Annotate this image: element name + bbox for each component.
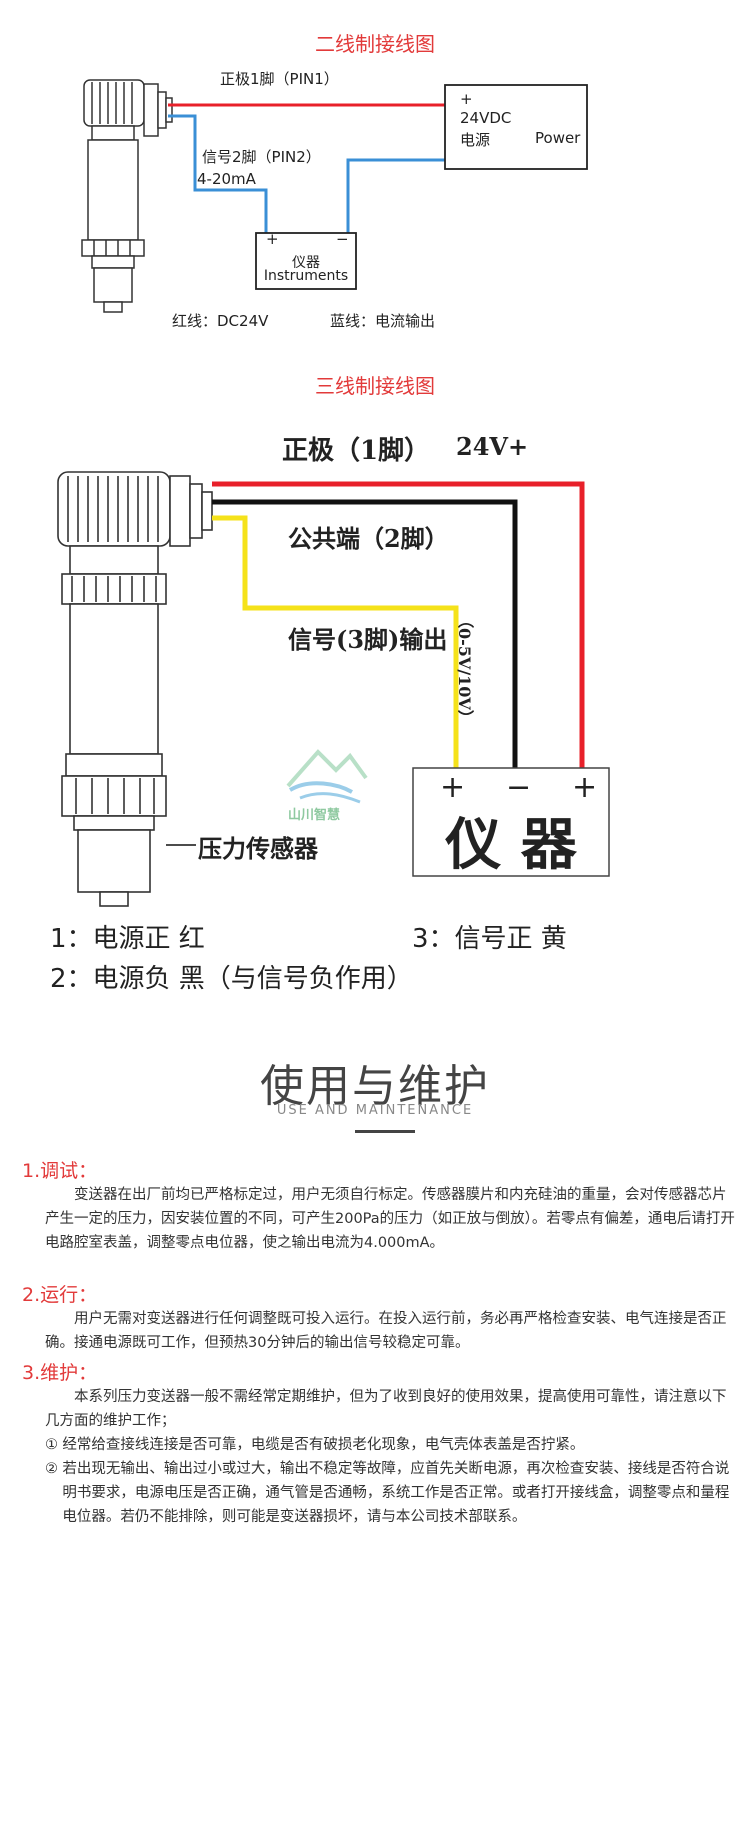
item-2-number: ② [45, 1461, 58, 1477]
legend-item-3: 3：信号正 黄 [412, 924, 567, 954]
section-1-title: 1.调试： [22, 1160, 98, 1182]
power-plus: + [460, 90, 473, 108]
section-3-body: 本系列压力变送器一般不需经常定期维护，但为了收到良好的使用效果，提高使用可靠性，… [45, 1385, 735, 1529]
red-wire-3 [212, 481, 585, 768]
positive-label: 正极（1脚） [282, 436, 431, 466]
pin2-label: 信号2脚（PIN2） [202, 148, 321, 166]
range-label: （0-5V/10V） [455, 612, 474, 726]
current-label: 4-20mA [197, 170, 256, 188]
item-2-text: 若出现无输出、输出过小或过大，输出不稳定等故障，应首先关断电源，再次检查安装、接… [62, 1461, 730, 1525]
instrument3-plus-right: + [572, 770, 598, 805]
two-wire-title: 二线制接线图 [315, 32, 435, 56]
section-2-title: 2.运行： [22, 1284, 98, 1306]
instrument-plus: + [266, 230, 279, 248]
two-wire-wires [168, 103, 445, 240]
instrument-box-3 [412, 767, 610, 877]
power-box [444, 84, 588, 170]
instrument-minus: − [336, 230, 349, 248]
common-label: 公共端（2脚） [288, 524, 449, 553]
watermark-logo [286, 749, 368, 804]
section-3-paragraph: 本系列压力变送器一般不需经常定期维护，但为了收到良好的使用效果，提高使用可靠性，… [45, 1389, 727, 1429]
item-1-number: ① [45, 1437, 58, 1453]
yellow-wire-3 [212, 515, 459, 768]
power-name-en: Power [535, 129, 581, 147]
power-voltage: 24VDC [460, 109, 512, 127]
instrument-box [255, 232, 357, 290]
item-1-text: 经常给查接线连接是否可靠，电缆是否有破损老化现象，电气壳体表盖是否拧紧。 [62, 1437, 585, 1453]
legend-item-1: 1：电源正 红 [50, 924, 205, 954]
section-2-paragraph: 用户无需对变送器进行任何调整既可投入运行。在投入运行前，务必再严格检查安装、电气… [45, 1311, 727, 1351]
blue-wire-return [346, 158, 445, 240]
maintenance-heading: 使用与维护 [260, 1061, 490, 1112]
instrument-name-en: Instruments [263, 268, 349, 284]
section-1-body: 变送器在出厂前均已严格标定过，用户无须自行标定。传感器膜片和内充硅油的重量，会对… [45, 1183, 735, 1255]
instrument3-minus: − [506, 770, 532, 805]
three-wire-wires [212, 481, 585, 768]
maintenance-subheading: USE AND MAINTENANCE [276, 1103, 474, 1118]
legend-item-2: 2：电源负 黑（与信号负作用） [50, 964, 413, 994]
voltage-label: 24V+ [456, 432, 529, 461]
instrument3-plus-left: + [440, 770, 466, 805]
three-wire-title: 三线制接线图 [315, 374, 435, 398]
power-name-cn: 电源 [460, 131, 491, 149]
blue-wire-signal [168, 114, 268, 240]
three-wire-sensor-drawing [57, 471, 213, 907]
heading-divider [355, 1130, 415, 1133]
two-wire-sensor-drawing [81, 79, 173, 313]
section-1-paragraph: 变送器在出厂前均已严格标定过，用户无须自行标定。传感器膜片和内充硅油的重量，会对… [45, 1187, 735, 1251]
sensor-label: 压力传感器 [198, 834, 318, 863]
pin1-label: 正极1脚（PIN1） [220, 70, 339, 88]
black-wire-3 [212, 499, 518, 768]
watermark-text: 山川智慧 [288, 808, 341, 823]
instrument3-name: 仪 器 [445, 812, 577, 878]
section-2-body: 用户无需对变送器进行任何调整既可投入运行。在投入运行前，务必再严格检查安装、电气… [45, 1307, 735, 1355]
instrument-name-cn: 仪器 [292, 255, 320, 271]
signal-label: 信号(3脚)输出 [288, 625, 448, 654]
red-wire-note: 红线：DC24V [172, 312, 269, 330]
blue-wire-note: 蓝线：电流输出 [330, 312, 436, 330]
section-3-title: 3.维护： [22, 1362, 98, 1384]
